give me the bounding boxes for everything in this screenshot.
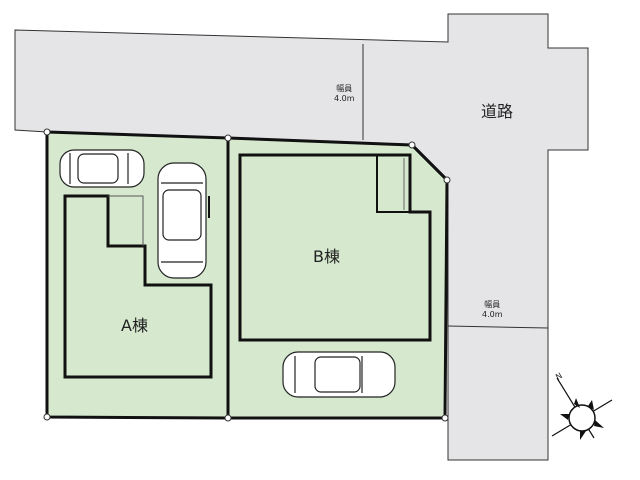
road-width-top: 幅員 4.0m	[334, 84, 355, 104]
road-width-value: 4.0m	[334, 94, 355, 103]
building-a-porch	[108, 195, 144, 246]
car-icon	[157, 162, 207, 279]
corner-cut	[410, 143, 449, 182]
building-a-outline	[63, 194, 213, 379]
road-width-right: 幅員 4.0m	[482, 300, 503, 320]
road-width-value: 4.0m	[482, 310, 503, 319]
building-b-label: B棟	[313, 247, 340, 266]
lot-corner-markers	[43, 128, 451, 422]
road-width-label: 幅員	[336, 84, 353, 93]
car-icon	[282, 351, 396, 398]
building-a-label: A棟	[121, 316, 148, 335]
road-label: 道路	[481, 102, 514, 121]
dimension-line-right	[447, 325, 549, 329]
lot	[45, 130, 449, 420]
road-width-label: 幅員	[484, 300, 501, 309]
building-b-outline	[238, 153, 432, 342]
car-icon	[59, 149, 145, 188]
compass-icon	[551, 377, 613, 440]
building-b-porch	[376, 155, 410, 213]
